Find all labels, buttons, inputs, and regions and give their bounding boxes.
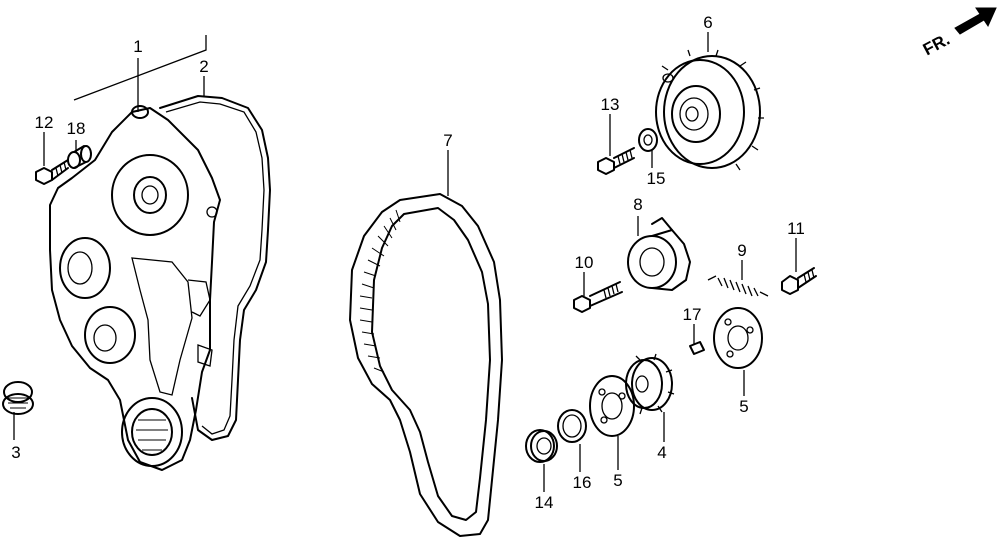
leader-lines [13, 32, 797, 492]
camshaft-pulley [655, 49, 764, 171]
callout-4: 4 [657, 443, 666, 462]
callout-6: 6 [703, 13, 712, 32]
oil-seal [525, 429, 558, 463]
callout-2: 2 [199, 57, 208, 76]
pulley-bolt [597, 147, 635, 175]
callout-1: 1 [133, 37, 142, 56]
collar [67, 145, 92, 169]
callout-11: 11 [787, 219, 805, 238]
tensioner-spring [707, 275, 769, 297]
woodruff-key [689, 341, 705, 355]
crank-washer [557, 409, 587, 443]
callout-13: 13 [601, 95, 620, 114]
callout-14: 14 [535, 493, 554, 512]
callout-10: 10 [575, 253, 594, 272]
callout-17: 17 [683, 305, 702, 324]
cover-gasket [159, 95, 271, 441]
timing-belt [349, 193, 503, 537]
callout-5-upper: 5 [739, 397, 748, 416]
callout-3: 3 [11, 443, 20, 462]
front-label: FR. [920, 30, 953, 60]
adjusting-stud [781, 267, 817, 295]
callout-18: 18 [67, 119, 86, 138]
front-direction-indicator: FR. [920, 7, 997, 60]
arrow-right-icon [954, 7, 997, 35]
tensioner-pulley [627, 217, 691, 291]
callout-16: 16 [573, 473, 592, 492]
plug-cap [2, 381, 34, 415]
washer [638, 128, 658, 152]
guide-plate-lower [589, 375, 635, 437]
callout-5-lower: 5 [613, 471, 622, 490]
cover-bolt [35, 159, 69, 185]
callout-8: 8 [633, 195, 642, 214]
callout-12: 12 [35, 113, 54, 132]
callout-9: 9 [737, 241, 746, 260]
guide-plate-upper [713, 307, 763, 369]
callout-15: 15 [647, 169, 666, 188]
callout-labels: 1 2 3 4 5 5 6 7 8 9 10 11 12 13 14 15 16… [11, 13, 805, 512]
callout-7: 7 [443, 131, 452, 150]
lower-timing-cover [49, 105, 221, 471]
tensioner-bolt [573, 281, 623, 313]
